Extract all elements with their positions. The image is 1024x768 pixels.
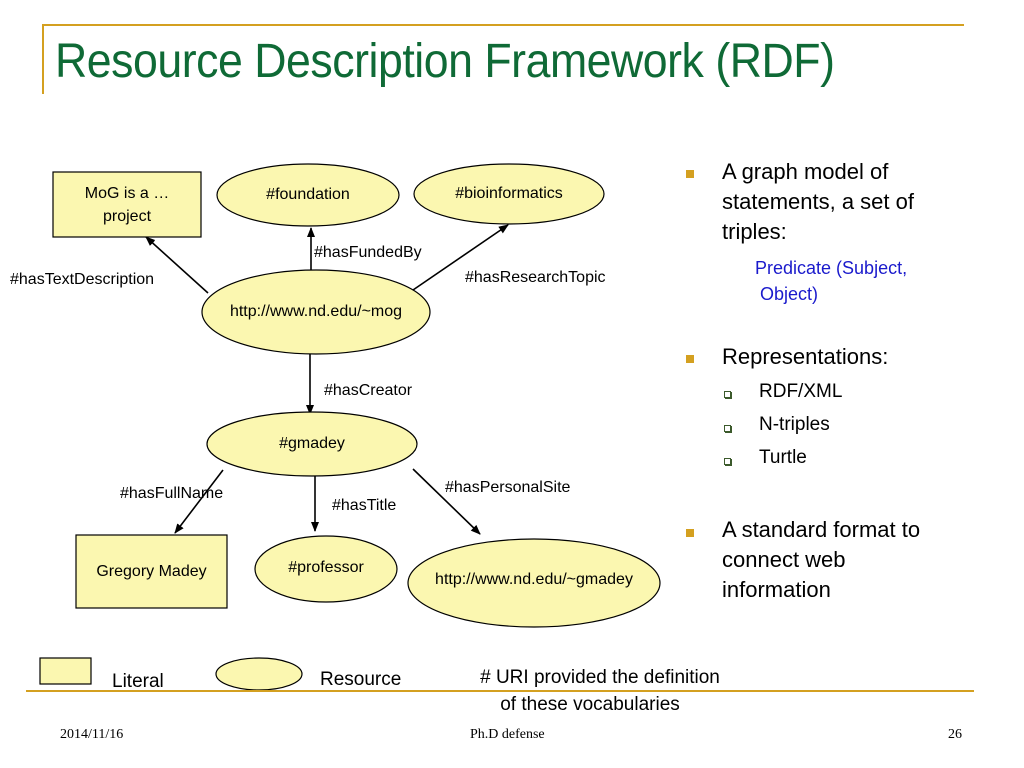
node-foundation [216, 163, 400, 227]
bullet-2-sub-3: Turtle [759, 447, 807, 468]
node-bioinformatics [413, 163, 605, 225]
bullet-1-line2: statements, a set of [722, 189, 914, 214]
edge-label-hasFundedBy: #hasFundedBy [314, 244, 422, 261]
bullet-marker [686, 529, 694, 537]
footer-rule [26, 690, 974, 692]
bullet-3-line2: connect web [722, 547, 846, 572]
legend-literal-swatch [39, 657, 92, 685]
node-mog-label: http://www.nd.edu/~mog [229, 303, 403, 320]
node-mog [201, 269, 431, 355]
sub-bullet-marker [724, 425, 731, 432]
bullet-2-sub-2: N-triples [759, 414, 830, 435]
node-gmadey [206, 411, 418, 477]
bullet-marker [686, 355, 694, 363]
title-rule [42, 24, 964, 26]
node-gmadey-label: #gmadey [279, 435, 345, 452]
node-mog-literal-line1: MoG is a … [84, 185, 170, 202]
bullet-1-line1: A graph model of [722, 159, 889, 184]
legend-literal-label: Literal [112, 671, 164, 692]
edge-hasTextDescription [145, 236, 209, 294]
bullet-3-line3: information [722, 577, 831, 602]
edge-label-hasCreator: #hasCreator [324, 382, 413, 399]
bullet-2-label: Representations: [722, 344, 889, 369]
bullet-2-sub-1: RDF/XML [759, 381, 843, 402]
footer-date: 2014/11/16 [60, 727, 124, 742]
bullet-3-line1: A standard format to [722, 517, 921, 542]
edge-label-hasTextDescription: #hasTextDescription [10, 271, 155, 288]
node-site-label: http://www.nd.edu/~gmadey [435, 571, 633, 588]
node-fullname-label: Gregory Madey [96, 563, 207, 580]
bullet-1-sub-line2: Object) [755, 284, 819, 304]
node-professor-label: #professor [288, 559, 364, 576]
node-mog-literal-line2: project [102, 208, 152, 225]
node-mog-literal [52, 171, 202, 238]
edge-hasPersonalSite [412, 468, 481, 535]
title-rule-left [42, 24, 44, 94]
node-foundation-label: #foundation [266, 186, 350, 203]
edge-hasResearchTopic [412, 224, 509, 291]
sub-bullet-marker [724, 391, 731, 398]
edge-label-hasResearchTopic: #hasResearchTopic [465, 269, 606, 286]
footer-title: Ph.D defense [470, 727, 545, 742]
slide-title: Resource Description Framework (RDF) [55, 35, 835, 88]
bullet-1-line3: triples: [722, 219, 787, 244]
legend-resource-swatch [215, 657, 303, 691]
edge-label-hasPersonalSite: #hasPersonalSite [445, 479, 571, 496]
node-site [407, 538, 661, 628]
edge-label-hasTitle: #hasTitle [332, 497, 397, 514]
edge-label-hasFullName: #hasFullName [120, 485, 224, 502]
sub-bullet-marker [724, 458, 731, 465]
bullet-1-sub-line1: Predicate (Subject, [755, 258, 908, 278]
legend-resource-label: Resource [320, 669, 402, 690]
bullet-marker [686, 170, 694, 178]
node-bioinformatics-label: #bioinformatics [455, 185, 563, 202]
edge-hasFullName [174, 469, 224, 534]
legend-note-line1: # URI provided the definition [480, 667, 720, 688]
footer-page-number: 26 [948, 727, 962, 742]
legend-note-line2: of these vocabularies [500, 694, 680, 715]
node-professor [254, 535, 398, 603]
node-fullname [75, 534, 228, 609]
